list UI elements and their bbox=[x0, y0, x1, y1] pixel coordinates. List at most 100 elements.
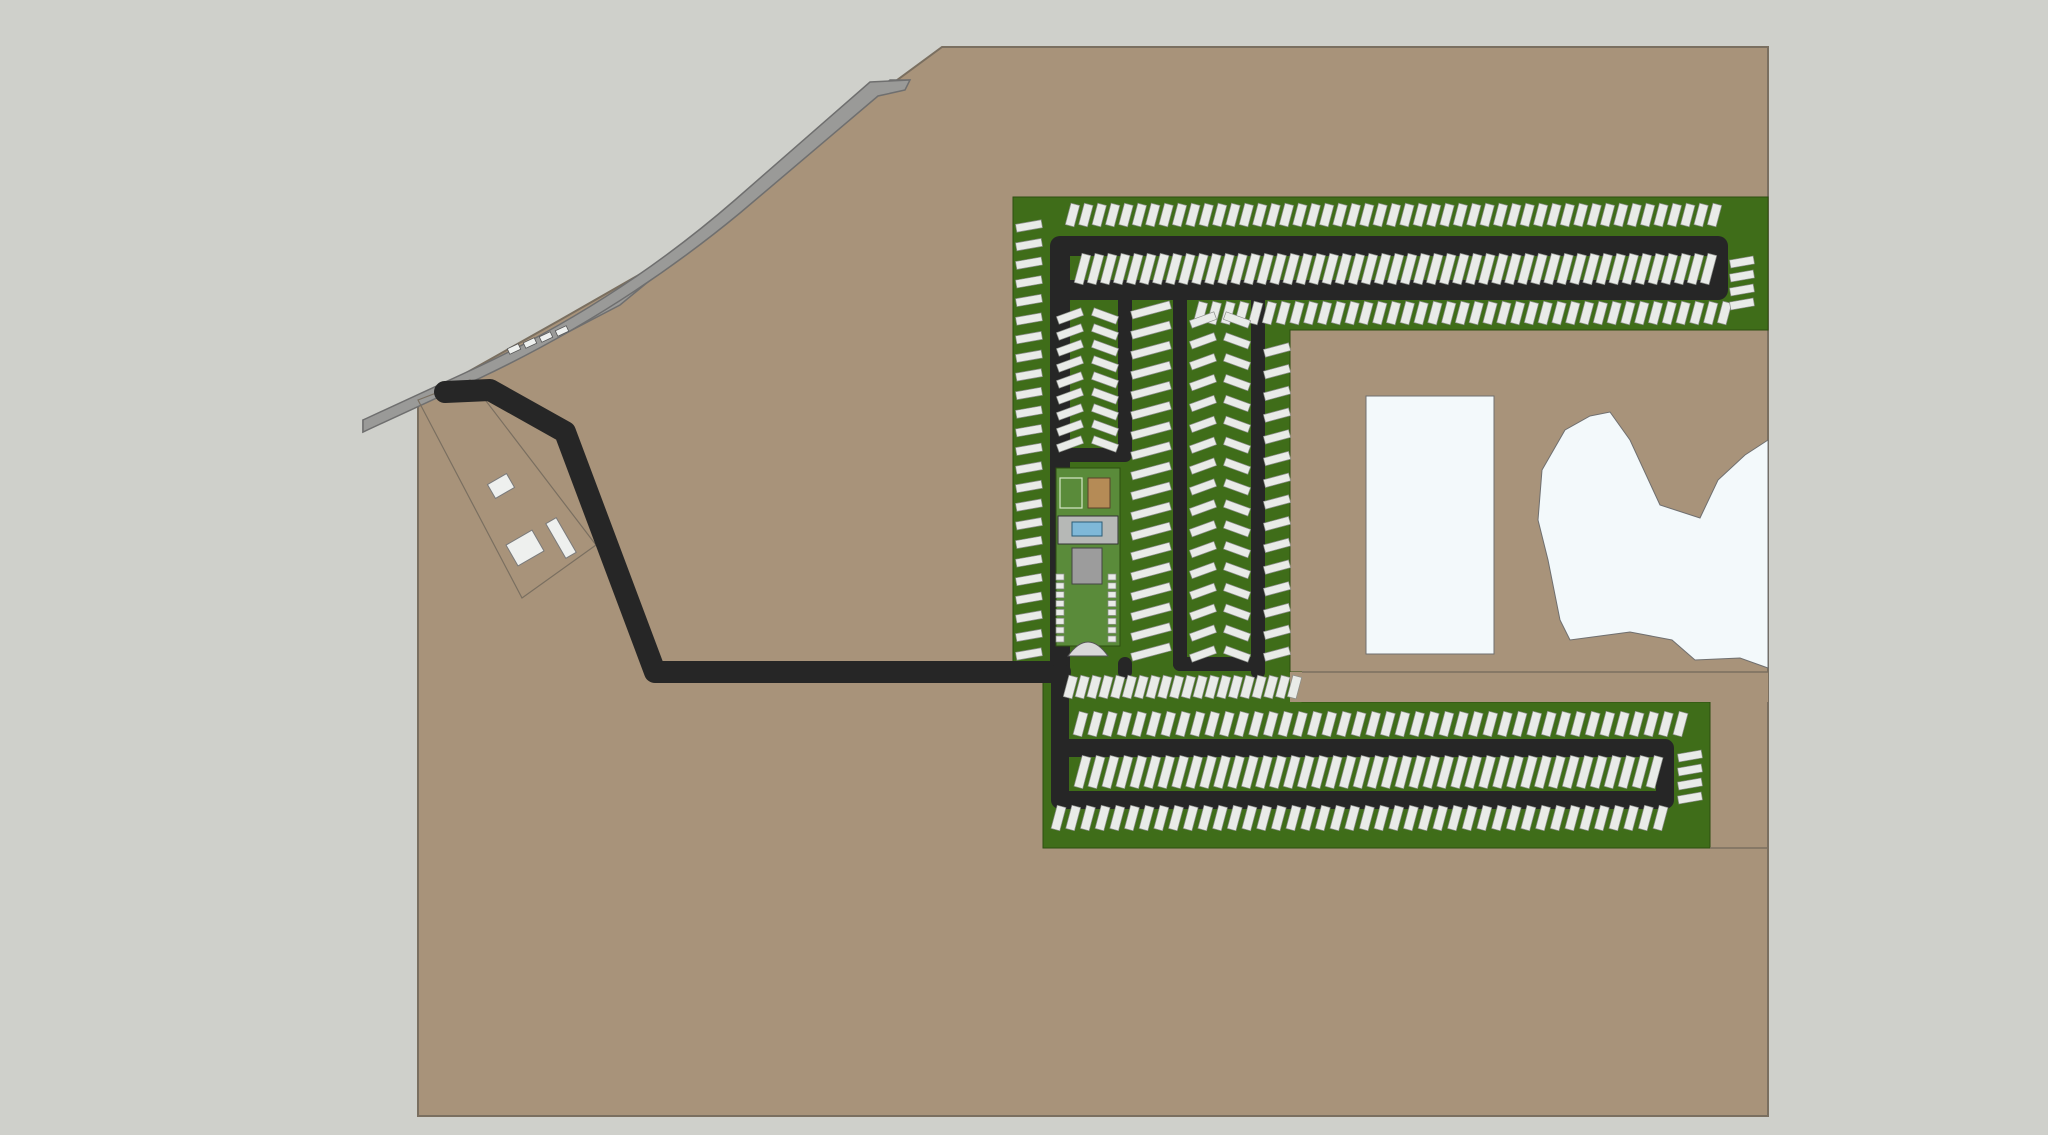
rv-pad bbox=[1729, 297, 1755, 311]
rv-pad bbox=[1296, 754, 1315, 790]
rv-pad bbox=[1452, 252, 1470, 286]
rv-pad bbox=[1262, 516, 1292, 532]
rv-pad bbox=[1240, 754, 1259, 790]
rv-pad bbox=[1269, 252, 1287, 286]
rv-pad bbox=[1233, 710, 1250, 738]
rv-pad bbox=[1599, 202, 1616, 228]
rv-pad bbox=[1677, 763, 1703, 777]
rv-pad bbox=[1121, 674, 1138, 700]
rv-pad bbox=[1175, 710, 1191, 738]
rv-pad bbox=[1634, 300, 1650, 326]
rv-pad bbox=[1647, 300, 1664, 326]
rv-pad bbox=[1265, 202, 1281, 228]
rv-pad bbox=[1015, 424, 1043, 438]
rv-pad bbox=[1520, 804, 1537, 832]
rv-pad bbox=[1482, 710, 1499, 738]
rv-pad bbox=[1308, 252, 1326, 286]
rv-pad bbox=[1439, 202, 1455, 228]
rv-pad bbox=[1640, 202, 1656, 228]
rv-pad bbox=[1090, 339, 1120, 357]
rv-pad bbox=[1628, 710, 1645, 738]
rv-pad bbox=[1129, 754, 1148, 790]
rv-pad bbox=[1575, 754, 1594, 790]
highway bbox=[362, 79, 912, 434]
rv-pad bbox=[1243, 252, 1261, 286]
rv-pad bbox=[1055, 582, 1065, 590]
rv-pad bbox=[1394, 710, 1411, 738]
rv-pad bbox=[1171, 202, 1188, 228]
rv-pad bbox=[1686, 252, 1705, 286]
rv-pad bbox=[1222, 582, 1252, 601]
rv-pad bbox=[1303, 300, 1319, 326]
rv-pad bbox=[1015, 238, 1043, 252]
rv-pad bbox=[1188, 311, 1218, 329]
rv-pad bbox=[1466, 202, 1482, 228]
rv-pad bbox=[1090, 403, 1120, 421]
rv-pad bbox=[1631, 754, 1650, 790]
rv-pad bbox=[1109, 804, 1126, 832]
rv-pad bbox=[1130, 541, 1172, 561]
rv-pad bbox=[1634, 252, 1652, 286]
rv-pad bbox=[1222, 394, 1252, 413]
rv-pad bbox=[1086, 252, 1105, 286]
rv-pad bbox=[1621, 252, 1639, 286]
rv-pad bbox=[1168, 804, 1184, 832]
rv-pad bbox=[1729, 255, 1755, 269]
rv-pad bbox=[1152, 252, 1170, 286]
rv-pad bbox=[1546, 202, 1562, 228]
pool bbox=[1071, 521, 1103, 537]
rv-pad bbox=[1412, 252, 1431, 286]
rv-pad bbox=[1262, 537, 1292, 554]
rv-pad bbox=[1222, 520, 1252, 538]
rv-pad bbox=[1130, 582, 1172, 602]
rv-pad bbox=[1015, 498, 1043, 512]
rv-pad bbox=[1706, 202, 1723, 228]
rv-pad bbox=[1321, 710, 1338, 738]
rv-pad bbox=[1319, 202, 1335, 228]
rv-pad bbox=[1519, 202, 1535, 228]
rv-pad bbox=[1399, 252, 1418, 286]
rv-pad bbox=[1110, 674, 1126, 700]
rv-pad bbox=[1286, 674, 1303, 700]
rv-pad bbox=[1565, 300, 1581, 326]
rv-pad bbox=[1107, 609, 1117, 616]
rv-pad bbox=[1380, 754, 1399, 790]
rv-pad bbox=[1015, 256, 1043, 270]
rv-pad bbox=[1055, 403, 1085, 421]
rv-pad bbox=[1413, 300, 1429, 326]
rv-pad bbox=[1227, 754, 1245, 790]
rv-pad bbox=[1098, 674, 1114, 700]
rv-pad bbox=[1168, 674, 1185, 700]
rv-pad bbox=[1282, 252, 1300, 286]
rv-pad bbox=[1055, 371, 1085, 389]
rv-pad bbox=[1436, 754, 1455, 790]
rv-pad bbox=[1130, 421, 1172, 441]
rv-pad bbox=[1417, 804, 1434, 832]
rv-pad bbox=[1520, 754, 1538, 790]
rv-pad bbox=[1254, 754, 1273, 790]
rv-pad bbox=[1197, 804, 1214, 832]
rv-pad bbox=[1441, 300, 1457, 326]
rv-pad bbox=[1551, 300, 1567, 326]
rv-pad bbox=[1107, 626, 1117, 634]
rv-pad bbox=[1180, 674, 1197, 700]
rv-pad bbox=[1157, 754, 1176, 790]
rv-pad bbox=[1292, 202, 1308, 228]
rv-pad bbox=[1556, 252, 1574, 286]
rv-pad bbox=[1657, 710, 1674, 738]
rv-pad bbox=[1222, 645, 1252, 663]
rv-pad bbox=[1438, 710, 1455, 738]
rv-pad bbox=[1262, 710, 1279, 738]
rv-pad bbox=[1130, 461, 1172, 481]
rv-pad bbox=[1262, 602, 1292, 619]
rv-pad bbox=[1222, 332, 1252, 350]
rv-pad bbox=[1256, 804, 1272, 832]
rv-pad bbox=[1672, 710, 1689, 738]
rv-pad bbox=[1365, 710, 1382, 738]
rv-pad bbox=[1204, 710, 1221, 738]
entry-road bbox=[434, 379, 1071, 683]
rv-pad bbox=[1094, 804, 1111, 832]
rv-pad bbox=[1564, 804, 1581, 832]
rv-pad bbox=[1188, 332, 1218, 350]
rv-pad bbox=[1130, 360, 1172, 380]
